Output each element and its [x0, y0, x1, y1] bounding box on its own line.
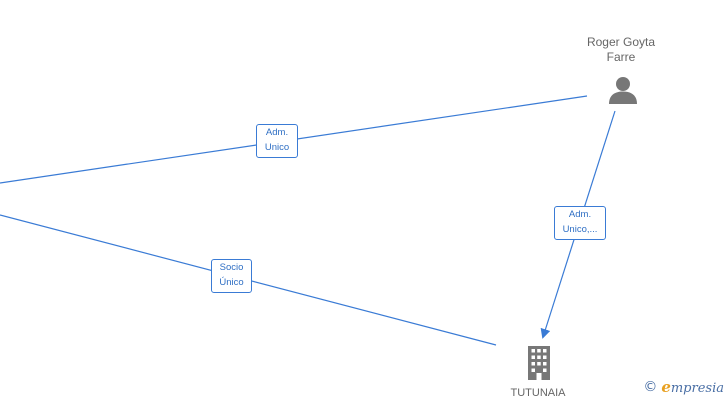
empresia-logo-initial: e	[661, 378, 671, 396]
edge-label-socio-unico[interactable]: Socio Único	[211, 259, 252, 293]
edge-label-adm-unico-line1: Adm.	[265, 127, 289, 138]
company-node-label[interactable]: TUTUNAIA	[510, 387, 566, 399]
edge-label-socio-unico-line2: Único	[219, 277, 244, 288]
person-node-label[interactable]: Roger Goyta Farre	[570, 35, 672, 65]
empresia-watermark: © empresia	[643, 378, 724, 396]
edge-label-adm-unico[interactable]: Adm. Unico	[256, 124, 298, 158]
building-icon[interactable]	[525, 346, 553, 380]
edge-label-adm-unico-line2: Unico	[264, 142, 290, 153]
copyright-icon: ©	[643, 379, 658, 395]
empresia-logo-rest: mpresia	[670, 381, 724, 396]
edge-label-socio-unico-line1: Socio	[219, 262, 244, 273]
person-name-line1: Roger Goyta	[586, 35, 656, 49]
edge-label-adm-unico-more[interactable]: Adm. Unico,...	[554, 206, 606, 240]
empresia-logo: empresia	[661, 378, 724, 396]
person-name-line2: Farre	[606, 50, 636, 64]
edge-label-adm-unico-more-line2: Unico,...	[562, 224, 598, 235]
edge-label-adm-unico-more-line1: Adm.	[568, 209, 592, 220]
person-icon[interactable]	[608, 76, 638, 104]
